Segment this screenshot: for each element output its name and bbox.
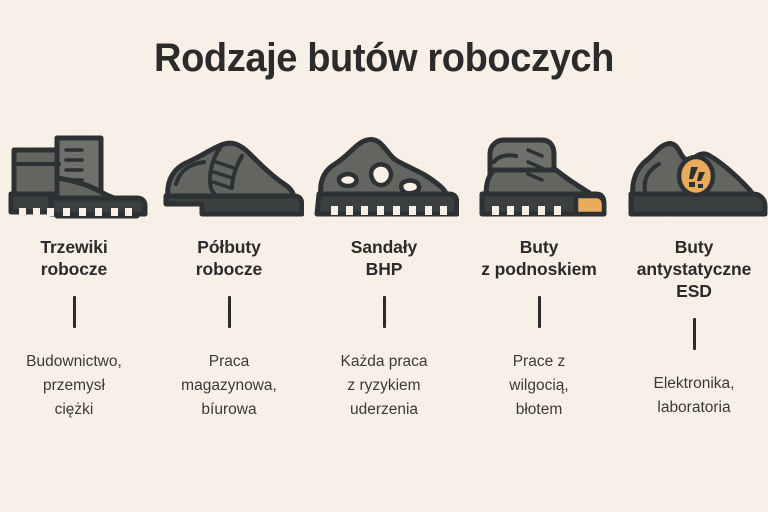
- label-line: z podnoskiem: [481, 259, 597, 279]
- derby-shoe-icon: [152, 122, 307, 226]
- desc-line: wilgocią,: [509, 377, 569, 394]
- safety-sandal-icon: [307, 122, 462, 226]
- shoe-type-label: Buty z podnoskiem: [458, 236, 620, 280]
- esd-symbol-badge: [676, 154, 716, 198]
- shoe-type-label: Sandały BHP: [309, 236, 459, 280]
- shoe-type-column-buty-antystatyczne-esd: Buty antystatyczne ESD Elektronika, labo…: [617, 122, 768, 420]
- desc-line: z ryzykiem: [347, 377, 421, 394]
- desc-line: ciężki: [54, 401, 94, 418]
- label-line: robocze: [40, 259, 108, 279]
- label-line: Buty: [519, 237, 559, 257]
- shoe-type-description: Prace z wilgocią, błotem: [463, 350, 615, 422]
- label-line: BHP: [365, 259, 403, 279]
- toe-cap-boot-icon: [462, 122, 617, 226]
- column-divider: [382, 296, 386, 328]
- page-title: Rodzaje butów roboczych: [154, 36, 614, 80]
- work-boots-pair-icon: [0, 122, 152, 226]
- label-line: Półbuty: [197, 237, 261, 257]
- shoe-type-label: Buty antystatyczne ESD: [614, 236, 768, 302]
- column-divider: [692, 318, 696, 350]
- desc-line: przemysł: [42, 377, 105, 394]
- label-line: Buty: [674, 237, 714, 257]
- label-line: Trzewiki: [40, 237, 108, 257]
- label-line: ESD: [676, 281, 712, 301]
- desc-line: błotem: [515, 401, 563, 418]
- column-divider: [537, 296, 541, 328]
- desc-line: Elektronika,: [653, 375, 735, 392]
- shoe-type-column-sandaly-bhp: Sandały BHP Każda praca z ryzykiem uderz…: [307, 122, 462, 422]
- esd-shoe-icon: [617, 122, 768, 226]
- label-line: Sandały: [350, 237, 418, 257]
- column-divider: [227, 296, 231, 328]
- shoe-type-column-polbuty-robocze: Półbuty robocze Praca magazynowa, bíurow…: [152, 122, 307, 422]
- desc-line: Budownictwo,: [26, 353, 122, 370]
- desc-line: Praca: [208, 353, 250, 370]
- shoe-type-description: Każda praca z ryzykiem uderzenia: [308, 350, 460, 422]
- shoe-type-description: Budownictwo, przemysł ciężki: [0, 350, 150, 422]
- shoe-type-label: Trzewiki robocze: [0, 236, 149, 280]
- shoe-type-label: Półbuty robocze: [154, 236, 304, 280]
- desc-line: uderzenia: [349, 401, 419, 418]
- shoe-type-description: Elektronika, laboratoria: [618, 372, 768, 420]
- desc-line: bíurowa: [201, 401, 257, 418]
- shoe-type-column-buty-z-podnoskiem: Buty z podnoskiem Prace z wilgocią, błot…: [462, 122, 617, 422]
- label-line: antystatyczne: [636, 259, 752, 279]
- column-divider: [72, 296, 76, 328]
- desc-line: Prace z: [512, 353, 566, 370]
- shoe-type-columns: Trzewiki robocze Budownictwo, przemysł c…: [0, 122, 768, 492]
- desc-line: Każda praca: [340, 353, 428, 370]
- label-line: robocze: [195, 259, 263, 279]
- desc-line: laboratoria: [657, 399, 731, 416]
- shoe-type-description: Praca magazynowa, bíurowa: [153, 350, 305, 422]
- desc-line: magazynowa,: [181, 377, 277, 394]
- shoe-type-column-trzewiki-robocze: Trzewiki robocze Budownictwo, przemysł c…: [0, 122, 152, 422]
